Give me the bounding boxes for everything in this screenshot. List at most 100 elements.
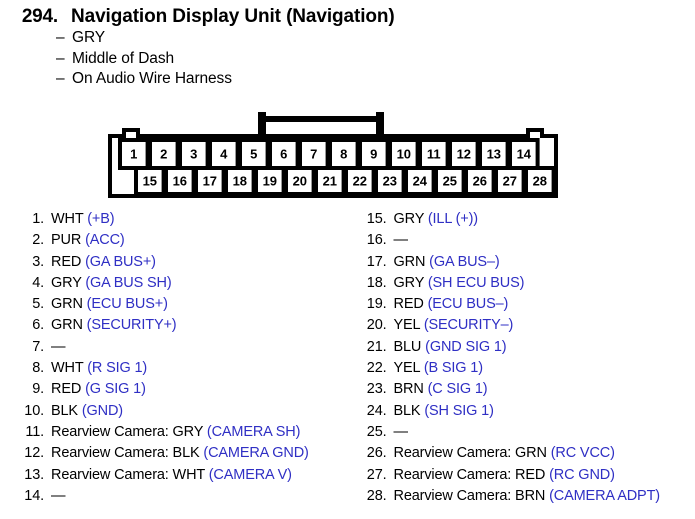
connector-pin-number: 19 xyxy=(263,173,277,188)
dash-bullet-icon: – xyxy=(56,70,65,87)
connector-pin-cavity xyxy=(118,138,150,170)
pinout-row-body: BLK (SH SIG 1) xyxy=(387,401,494,422)
pinout-row: 7.— xyxy=(18,337,353,358)
pinout-row-number: 5. xyxy=(32,296,44,313)
pinout-row-body: Rearview Camera: GRN (RC VCC) xyxy=(387,443,615,464)
pinout-row-number: 22. xyxy=(366,360,387,377)
pinout-wire-color: GRY xyxy=(51,274,82,291)
connector-pin-number: 20 xyxy=(293,173,307,188)
pinout-signal-name: (B SIG 1) xyxy=(423,360,483,377)
header-block: 294. Navigation Display Unit (Navigation… xyxy=(0,0,695,90)
pinout-signal-name: (GA BUS–) xyxy=(429,253,500,270)
pinout-wire-color: — xyxy=(51,338,66,355)
pinout-row-number: 9. xyxy=(32,381,44,398)
connector-pin-cavity xyxy=(254,166,286,196)
connector-pin-cavity xyxy=(524,166,556,196)
pinout-wire-color: BLK xyxy=(393,402,421,419)
pinout-wire-color: Rearview Camera: BRN xyxy=(393,487,546,504)
pinout-row: 26.Rearview Camera: GRN (RC VCC) xyxy=(361,443,695,464)
pinout-row-body: YEL (SECURITY–) xyxy=(387,315,514,336)
pinout-signal-name: (SECURITY–) xyxy=(423,317,514,334)
pinout-row-body: RED (GA BUS+) xyxy=(44,252,156,273)
connector-pin-number: 4 xyxy=(220,146,228,161)
detail-line-color: –GRY xyxy=(0,28,695,49)
pinout-wire-color: RED xyxy=(393,296,424,313)
pinout-wire-color: GRN xyxy=(51,317,83,334)
connector-pin-number: 14 xyxy=(517,146,532,161)
connector-pin-number: 25 xyxy=(443,173,457,188)
pinout-row: 4.GRY (GA BUS SH) xyxy=(18,273,353,294)
pinout-row-number: 10. xyxy=(24,402,44,419)
pinout-row-body: Rearview Camera: WHT (CAMERA V) xyxy=(44,465,292,486)
dash-bullet-icon: – xyxy=(56,49,65,67)
pinout-wire-color: Rearview Camera: GRY xyxy=(51,423,203,440)
pinout-row: 15.GRY (ILL (+)) xyxy=(361,209,695,230)
connector-pin-cavity xyxy=(404,166,436,196)
connector-pin-number: 21 xyxy=(323,173,337,188)
connector-pin-number: 6 xyxy=(280,146,287,161)
pinout-row-body: Rearview Camera: RED (RC GND) xyxy=(387,465,615,486)
pinout-row-body: GRN (SECURITY+) xyxy=(44,315,177,336)
connector-pin-number: 23 xyxy=(383,173,397,188)
pinout-column-left: 1.WHT (+B)2.PUR (ACC)3.RED (GA BUS+)4.GR… xyxy=(0,209,353,507)
pinout-signal-name: (GND SIG 1) xyxy=(425,338,507,355)
connector-pin-number: 26 xyxy=(473,173,487,188)
pinout-row-number: 26. xyxy=(366,445,387,462)
pinout-row-number: 24. xyxy=(366,402,387,419)
pinout-row-number: 2. xyxy=(32,232,44,249)
pinout-signal-name: (SECURITY+) xyxy=(86,317,177,334)
connector-pin-cavity xyxy=(358,138,390,170)
pinout-row-number: 18. xyxy=(366,274,387,291)
pinout-row-number: 28. xyxy=(366,487,387,504)
pinout-row: 13.Rearview Camera: WHT (CAMERA V) xyxy=(18,465,353,486)
pinout-wire-color: GRY xyxy=(393,211,425,227)
connector-pin-number: 28 xyxy=(533,173,547,188)
pinout-row: 9.RED (G SIG 1) xyxy=(18,379,353,400)
pinout-row-number: 25. xyxy=(366,423,387,440)
connector-pin-cavity xyxy=(374,166,406,196)
pinout-row: 12.Rearview Camera: BLK (CAMERA GND) xyxy=(18,443,353,464)
pinout-wire-color: — xyxy=(393,423,409,440)
pinout-row-number: 16. xyxy=(366,232,387,249)
pinout-row: 20.YEL (SECURITY–) xyxy=(361,315,695,336)
pinout-signal-name: (CAMERA SH) xyxy=(206,423,301,440)
pinout-wire-color: BLU xyxy=(393,338,422,355)
connector-pin-cavity xyxy=(344,166,376,196)
pinout-row: 11. Rearview Camera: GRY (CAMERA SH) xyxy=(18,422,353,443)
pinout-row-body: GRY (GA BUS SH) xyxy=(44,273,172,294)
pinout-row-number: 17. xyxy=(366,253,387,270)
page-title: 294. Navigation Display Unit (Navigation… xyxy=(0,0,695,28)
pinout-row-number: 27. xyxy=(366,466,387,483)
pinout-wire-color: BLK xyxy=(51,402,78,419)
pinout-row-number: 1. xyxy=(32,211,44,227)
pinout-row-body: RED (G SIG 1) xyxy=(44,379,146,400)
entry-title: Navigation Display Unit (Navigation) xyxy=(71,6,395,27)
pinout-row: 28.Rearview Camera: BRN (CAMERA ADPT) xyxy=(361,486,695,507)
pinout-row: 2.PUR (ACC) xyxy=(18,230,353,251)
detail-line-harness: –On Audio Wire Harness xyxy=(0,69,695,90)
pinout-row-body: WHT (R SIG 1) xyxy=(44,358,147,379)
connector-pin-number: 2 xyxy=(160,146,167,161)
pinout-signal-name: (ILL (+)) xyxy=(427,211,478,227)
connector-pin-number: 15 xyxy=(143,173,157,188)
pinout-row-number: 11. xyxy=(25,423,44,440)
pinout-row: 25. — xyxy=(361,422,695,443)
connector-pin-number: 27 xyxy=(503,173,517,188)
pinout-row: 19.RED (ECU BUS–) xyxy=(361,294,695,315)
pinout-row: 14.— xyxy=(18,486,353,507)
pinout-signal-name: (RC GND) xyxy=(549,466,615,483)
pinout-wire-color: WHT xyxy=(51,360,84,377)
connector-pin-cavity xyxy=(164,166,196,196)
pinout-signal-name: (GA BUS+) xyxy=(85,253,156,270)
pinout-row-body: BRN (C SIG 1) xyxy=(387,379,488,400)
pinout-row-body: — xyxy=(44,486,66,507)
pinout-row-number: 19. xyxy=(366,296,387,313)
pinout-signal-name: (ECU BUS+) xyxy=(86,296,168,313)
pinout-row: 23.BRN (C SIG 1) xyxy=(361,379,695,400)
pinout-wire-color: Rearview Camera: BLK xyxy=(51,445,200,462)
connector-pin-number: 17 xyxy=(203,173,217,188)
detail-line-location: –Middle of Dash xyxy=(0,49,695,70)
